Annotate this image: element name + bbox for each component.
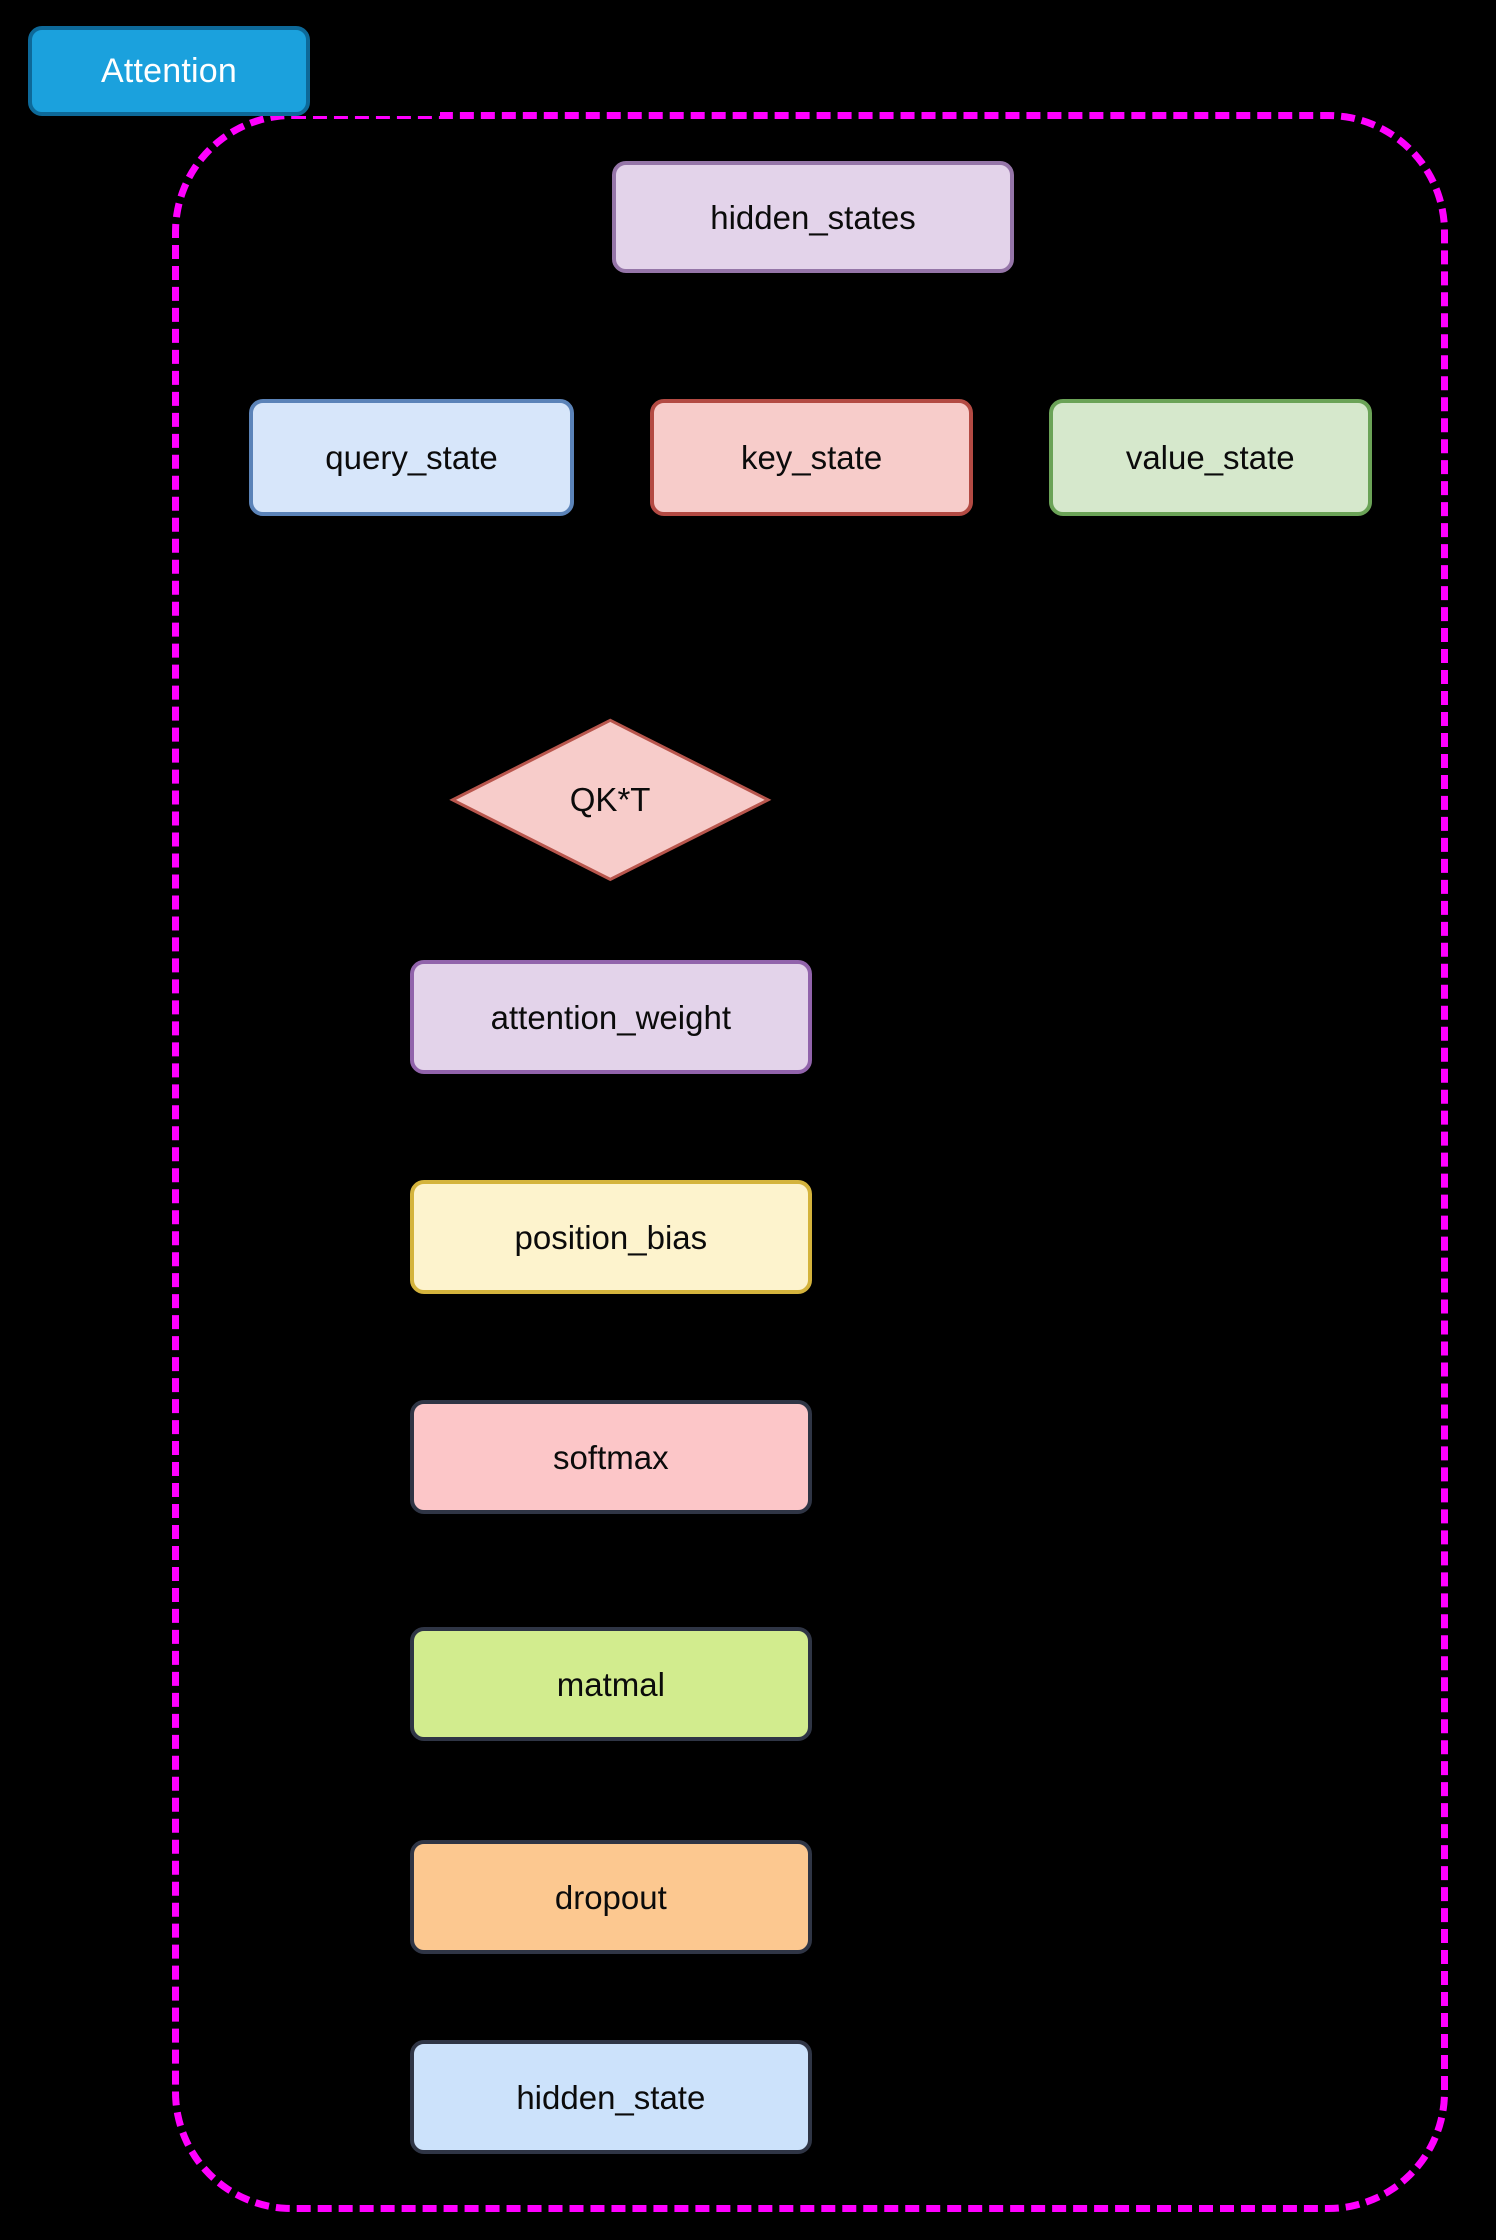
- subgraph-title-attention[interactable]: Attention: [28, 26, 310, 116]
- node-label-hidden_state: hidden_state: [516, 2078, 706, 2116]
- node-dropout[interactable]: dropout: [410, 1840, 812, 1955]
- diamond-shape-icon: [446, 717, 775, 883]
- node-label-attention_weight: attention_weight: [490, 998, 731, 1036]
- node-label-qkt: QK*T: [569, 780, 651, 818]
- node-softmax[interactable]: softmax: [410, 1400, 812, 1515]
- node-label-hidden_states: hidden_states: [710, 198, 916, 236]
- node-label-matmal: matmal: [556, 1665, 665, 1703]
- node-value_state[interactable]: value_state: [1048, 398, 1372, 516]
- node-hidden_states[interactable]: hidden_states: [611, 161, 1015, 273]
- node-query_state[interactable]: query_state: [248, 398, 575, 516]
- node-qkt[interactable]: QK*T: [446, 717, 775, 883]
- node-label-softmax: softmax: [553, 1438, 669, 1476]
- node-label-key_state: key_state: [740, 438, 883, 476]
- node-hidden_state[interactable]: hidden_state: [410, 2040, 812, 2155]
- node-label-dropout: dropout: [554, 1878, 667, 1916]
- node-label-position_bias: position_bias: [514, 1218, 708, 1256]
- node-label-value_state: value_state: [1125, 438, 1295, 476]
- subgraph-boundary: [172, 112, 1448, 2212]
- node-position_bias[interactable]: position_bias: [410, 1180, 812, 1295]
- node-label-query_state: query_state: [325, 438, 498, 476]
- node-matmal[interactable]: matmal: [410, 1627, 812, 1742]
- node-attention_weight[interactable]: attention_weight: [410, 960, 812, 1075]
- node-key_state[interactable]: key_state: [650, 398, 974, 516]
